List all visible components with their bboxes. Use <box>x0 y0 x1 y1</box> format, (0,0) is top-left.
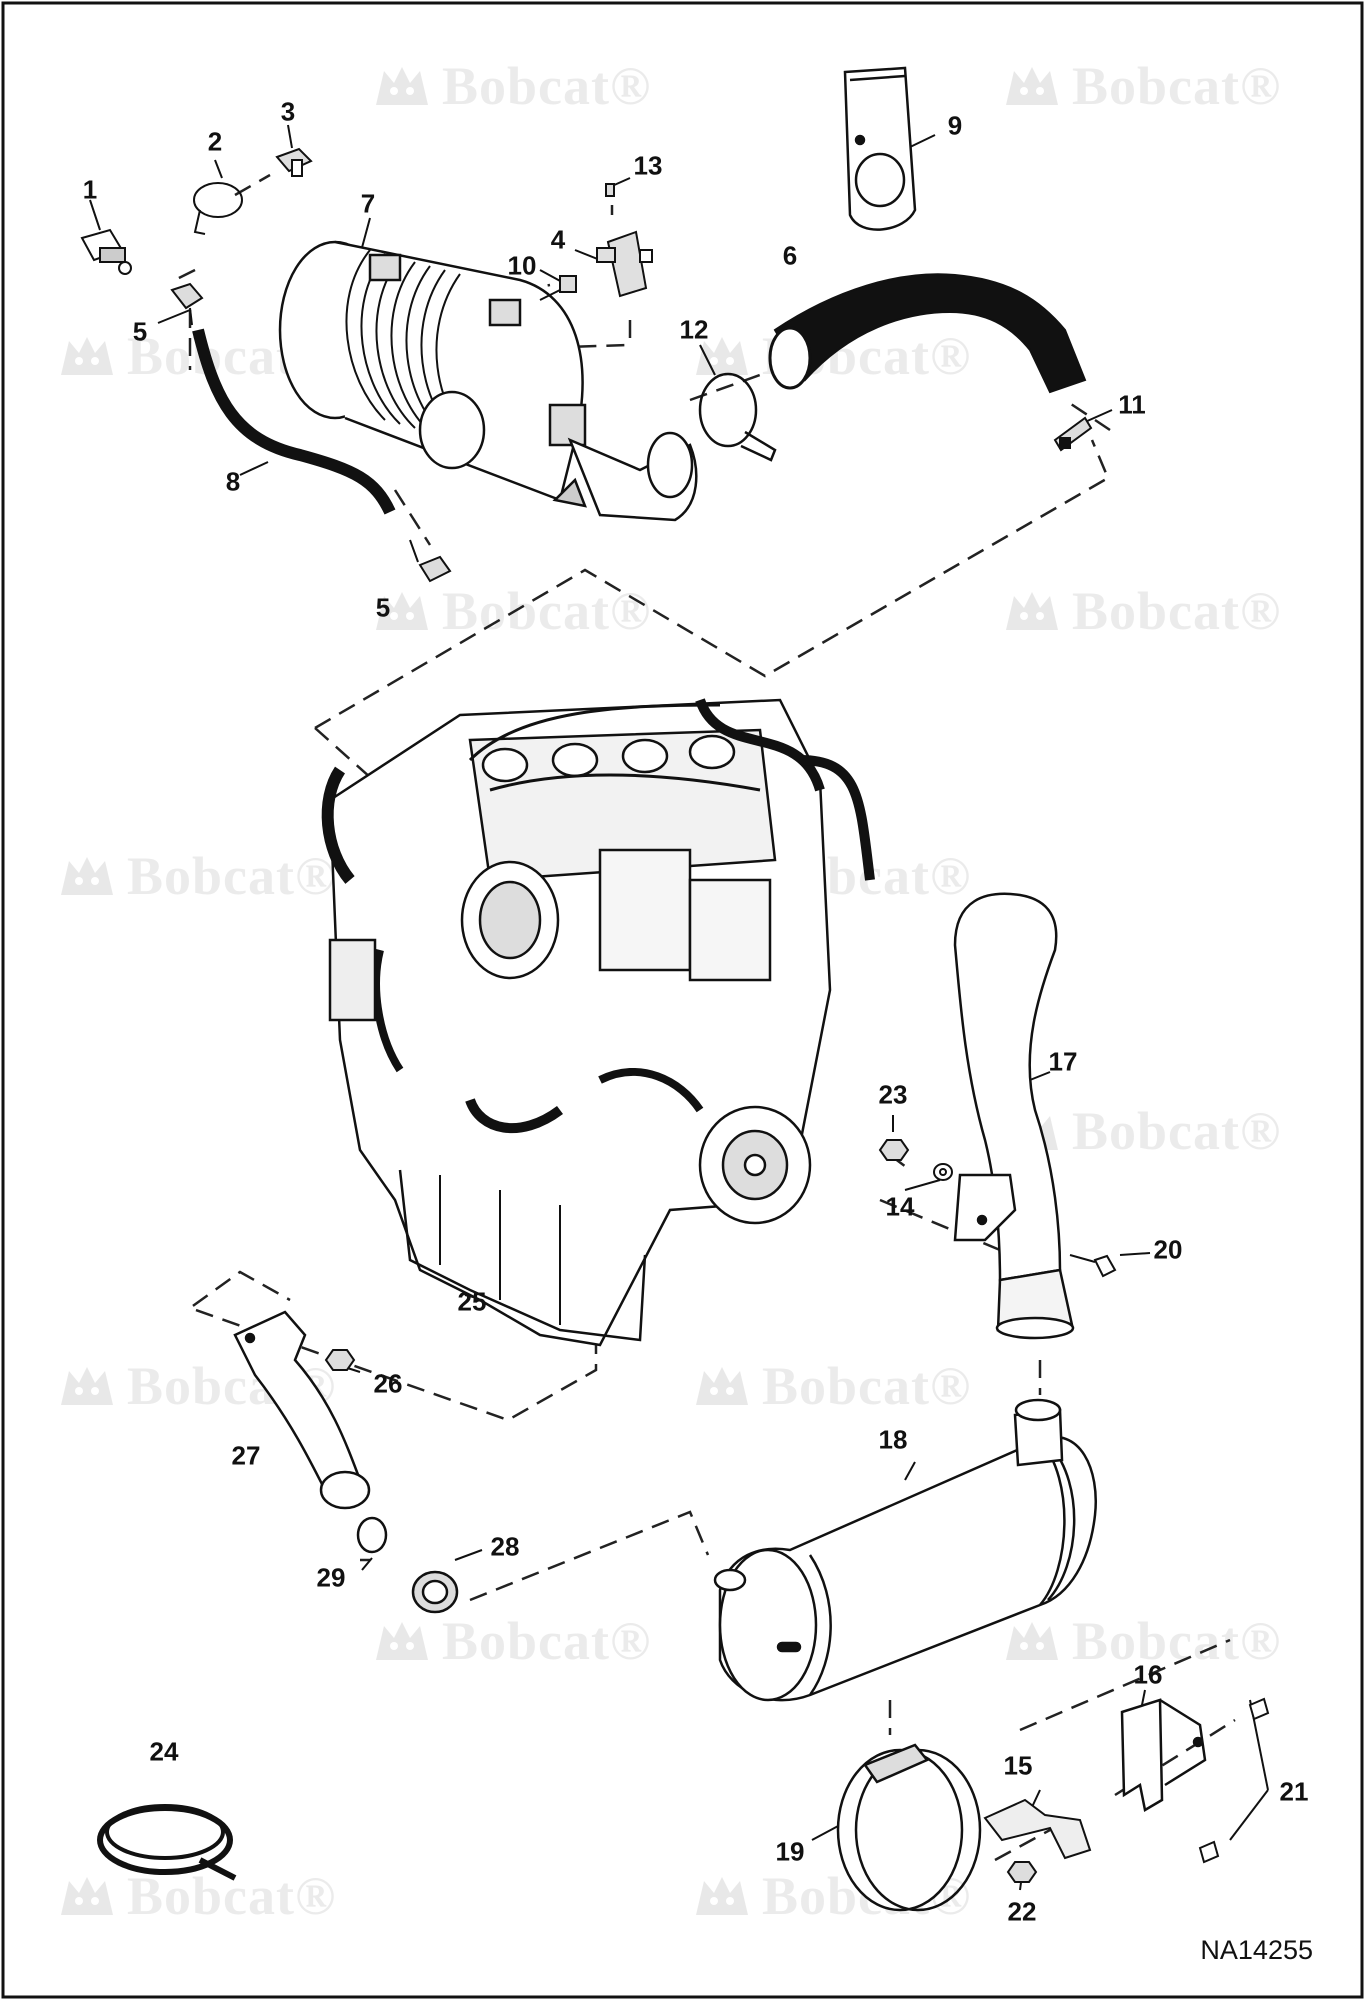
callout-16: 16 <box>1133 1659 1163 1690</box>
callout-13: 13 <box>633 150 663 181</box>
part-29-gasket <box>356 1516 388 1554</box>
part-27-exhaust-elbow <box>233 1310 371 1510</box>
callout-2: 2 <box>207 126 223 157</box>
bobcat-logo-icon <box>1006 67 1058 105</box>
drawing-number: NA14255 <box>1200 1935 1313 1965</box>
part-22-nut <box>1006 1861 1038 1883</box>
callout-3: 3 <box>280 96 296 127</box>
callout-5: 5 <box>132 316 148 347</box>
callout-19: 19 <box>775 1836 805 1867</box>
callout-28: 28 <box>490 1531 520 1562</box>
bobcat-logo-icon <box>696 1877 748 1915</box>
callout-20: 20 <box>1153 1234 1183 1265</box>
watermark-text: Bobcat® <box>1072 56 1282 116</box>
callout-22: 22 <box>1007 1896 1037 1927</box>
bobcat-logo-icon <box>61 857 113 895</box>
part-16-muffler-mount <box>1120 1698 1207 1812</box>
watermark-text: Bobcat® <box>1072 581 1282 641</box>
part-28-clamp <box>411 1570 459 1614</box>
part-24-tube-coil <box>97 1804 237 1881</box>
part-21-bolts <box>1198 1697 1270 1864</box>
part-8-vacuum-hose <box>192 328 396 515</box>
part-4-mass-air-flow-sensor <box>596 230 653 298</box>
watermark: Bobcat® <box>1000 580 1281 642</box>
watermark: Bobcat® <box>370 580 651 642</box>
part-13-screw <box>605 183 615 197</box>
part-7-air-cleaner <box>278 240 698 522</box>
callout-10: 10 <box>507 250 537 281</box>
callout-26: 26 <box>373 1368 403 1399</box>
part-23-nut <box>878 1139 910 1161</box>
part-2-hose-clamp <box>193 182 243 235</box>
callout-7: 7 <box>360 188 376 219</box>
bobcat-logo-icon <box>1006 1622 1058 1660</box>
callout-14: 14 <box>885 1191 915 1222</box>
callout-29: 29 <box>316 1562 346 1593</box>
callout-25: 25 <box>457 1286 487 1317</box>
part-9-bracket <box>843 66 917 231</box>
bobcat-logo-icon <box>696 1367 748 1405</box>
watermark: Bobcat® <box>370 1610 651 1672</box>
watermark-text: Bobcat® <box>127 846 337 906</box>
watermark-text: Bobcat® <box>762 1356 972 1416</box>
watermark-text: Bobcat® <box>442 581 652 641</box>
part-11-clip <box>1053 416 1093 452</box>
watermark: Bobcat® <box>1000 55 1281 117</box>
callout-6: 6 <box>782 240 798 271</box>
callout-15: 15 <box>1003 1750 1033 1781</box>
part-17-exhaust-pipe <box>953 892 1075 1340</box>
part-15-bracket <box>983 1798 1092 1860</box>
callout-9: 9 <box>947 110 963 141</box>
bobcat-logo-icon <box>376 1622 428 1660</box>
part-25-engine <box>321 698 875 1347</box>
bobcat-logo-icon <box>1006 592 1058 630</box>
part-3-clip <box>275 147 313 177</box>
callout-5: 5 <box>375 592 391 623</box>
bobcat-logo-icon <box>376 67 428 105</box>
part-19-muffler-clamp <box>836 1743 982 1912</box>
part-6-intake-hose <box>768 273 1087 394</box>
callout-18: 18 <box>878 1424 908 1455</box>
bobcat-logo-icon <box>61 1367 113 1405</box>
watermark: Bobcat® <box>370 55 651 117</box>
watermark: Bobcat® <box>690 1355 971 1417</box>
part-5-fitting-lower <box>409 539 452 583</box>
callout-21: 21 <box>1279 1776 1309 1807</box>
watermark: Bobcat® <box>1000 1610 1281 1672</box>
callout-12: 12 <box>679 314 709 345</box>
callout-11: 11 <box>1118 389 1146 420</box>
bobcat-logo-icon <box>61 337 113 375</box>
part-1-pressure-sensor <box>80 228 132 275</box>
callout-1: 1 <box>82 174 98 205</box>
watermark-text: Bobcat® <box>442 56 652 116</box>
part-20-bolt <box>1069 1254 1117 1278</box>
callout-27: 27 <box>231 1440 261 1471</box>
part-14-washer <box>933 1163 953 1181</box>
callout-8: 8 <box>225 466 241 497</box>
part-26-nut <box>324 1349 356 1371</box>
callout-17: 17 <box>1048 1046 1078 1077</box>
part-12-hose-clamp <box>698 372 777 462</box>
watermark: Bobcat® <box>55 845 336 907</box>
bobcat-logo-icon <box>696 337 748 375</box>
part-5-fitting-upper <box>170 282 204 326</box>
callout-24: 24 <box>149 1736 179 1767</box>
callout-23: 23 <box>878 1079 908 1110</box>
bobcat-logo-icon <box>61 1877 113 1915</box>
callout-4: 4 <box>550 224 566 255</box>
watermark-text: Bobcat® <box>1072 1611 1282 1671</box>
watermark-text: Bobcat® <box>1072 1101 1282 1161</box>
part-10-bolt <box>539 275 577 301</box>
bobcat-logo-icon <box>376 592 428 630</box>
watermark-text: Bobcat® <box>442 1611 652 1671</box>
part-18-muffler <box>713 1398 1097 1702</box>
